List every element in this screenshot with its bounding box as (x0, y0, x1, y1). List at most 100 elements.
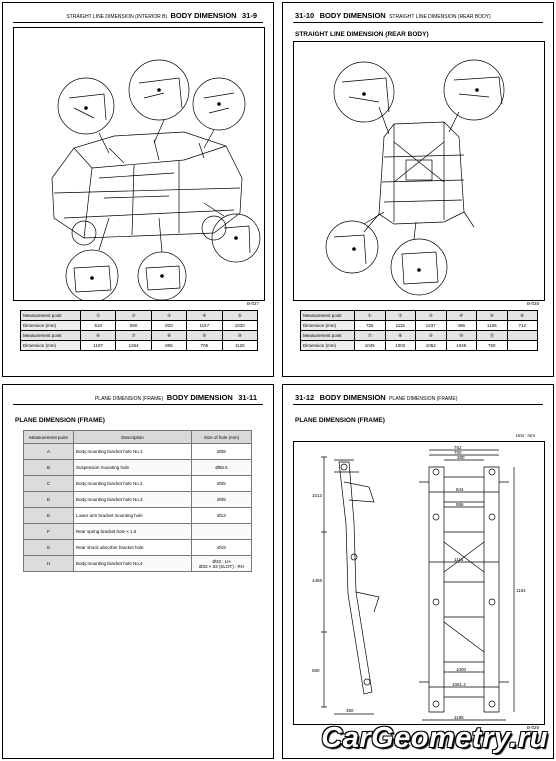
figure-code: B-028 (526, 301, 539, 306)
table-cell: ⑤ (476, 310, 508, 321)
dim-mid3: 1114 (454, 557, 464, 562)
figure-code: B-027 (246, 301, 259, 306)
table-cell: ⑥ (506, 310, 538, 321)
site-logo: CarGeometry.ru (321, 722, 548, 754)
measurement-point: A (23, 443, 74, 460)
row-label: Measurement point (20, 310, 81, 321)
frame-plan-drawing: 762 700 380 844 956 1114 1000 1051.4 119… (312, 445, 526, 721)
dim-bottom2: 1154 (516, 588, 526, 593)
table-cell (506, 340, 538, 351)
table-cell: ⑧ (384, 330, 416, 341)
table-cell: ⑨ (186, 330, 223, 341)
table-cell: 1264 (115, 340, 152, 351)
table-cell: ① (354, 310, 386, 321)
table-cell: ⑦ (115, 330, 152, 341)
col-header-description: Description (73, 430, 192, 444)
table-cell: 1106 (476, 320, 508, 331)
table-cell: ④ (186, 310, 223, 321)
hole-size: Ø19 (191, 539, 252, 556)
page-straight-line-interior: STRAIGHT LINE DIMENSION (INTERIOR B) BOD… (2, 2, 274, 377)
description: Lower arm bracket mounting hole (73, 507, 192, 524)
figure-code: B-029 (526, 725, 539, 730)
frame-holes-table: Measurement point Description Size of ho… (23, 430, 252, 572)
row-label: Measurement point (20, 330, 81, 341)
dim-top2: 700 (454, 450, 462, 455)
table-cell: ⑪ (476, 330, 508, 341)
measurement-point: H (23, 555, 74, 572)
car-body-interior-drawing (51, 59, 261, 300)
dim-mid1: 844 (456, 487, 464, 492)
col-header-hole-size: Size of hole (mm) (191, 430, 252, 444)
col-header-point: Measurement point (23, 430, 74, 444)
section-title: PLANE DIMENSION (FRAME) (15, 417, 105, 424)
table-cell: ④ (445, 310, 477, 321)
table-cell: 1045 (354, 340, 386, 351)
table-cell: 705 (186, 340, 223, 351)
page-plane-dimension-frame: 31-12 BODY DIMENSION PLANE DIMENSION (FR… (282, 384, 554, 759)
table-cell: 510 (79, 320, 117, 331)
table-cell: 1125 (221, 340, 259, 351)
table-cell: 1237 (415, 320, 447, 331)
rear-body-drawing (325, 59, 505, 296)
dim-left2: 1458 (312, 578, 323, 583)
section-title: PLANE DIMENSION (FRAME) (295, 417, 385, 424)
table-cell: 1045 (445, 340, 477, 351)
section-title: STRAIGHT LINE DIMENSION (REAR BODY) (295, 31, 429, 38)
description: Body mounting bracket hole No.1 (73, 443, 192, 460)
page-header: PLANE DIMENSION (FRAME) BODY DIMENSION 3… (94, 393, 257, 402)
description: Rear spring bracket hole × 1.5 (73, 523, 192, 540)
dim-mid2: 956 (456, 502, 464, 507)
dim-low1: 1000 (456, 667, 467, 672)
table-cell: ⑩ (445, 330, 477, 341)
dim-top1: 762 (454, 445, 462, 450)
unit-label: Unit : mm (515, 433, 535, 438)
table-cell (506, 330, 538, 341)
table-cell: ⑦ (354, 330, 386, 341)
table-cell: 1030 (221, 320, 259, 331)
hole-size: Ø35 (191, 491, 252, 508)
dim-left1: 1013 (312, 493, 323, 498)
table-cell: ⑨ (415, 330, 447, 341)
page-straight-line-rear: 31-10 BODY DIMENSION STRAIGHT LINE DIMEN… (282, 2, 554, 377)
frame-plan-figure: 762 700 380 844 956 1114 1000 1051.4 119… (293, 441, 545, 725)
description: Suspension mounting hole (73, 459, 192, 476)
table-cell: 1052 (415, 340, 447, 351)
table-cell: 806 (150, 340, 188, 351)
row-label: Dimension (mm) (20, 320, 81, 331)
description: Body mounting bracket hole No.3 (73, 491, 192, 508)
table-cell: 1115 (384, 320, 416, 331)
table-cell: 725 (354, 320, 386, 331)
row-label: Dimension (mm) (300, 340, 355, 351)
measurement-point: C (23, 475, 74, 492)
measurement-point: D (23, 491, 74, 508)
table-cell: ③ (150, 310, 188, 321)
dim-low3: 1195 (454, 715, 464, 720)
description: Body mounting bracket hole No.2 (73, 475, 192, 492)
row-label: Measurement point (300, 310, 355, 321)
table-cell: 496 (445, 320, 477, 331)
table-cell: 550 (115, 320, 152, 331)
hole-size: Ø35 (191, 475, 252, 492)
table-cell: ⑥ (79, 330, 117, 341)
table-cell: ① (79, 310, 117, 321)
dim-low2: 1051.4 (452, 682, 466, 687)
hole-size: Ø13 (191, 507, 252, 524)
dim-top3: 380 (457, 455, 465, 460)
rear-body-figure (293, 41, 545, 301)
measurement-point: G (23, 539, 74, 556)
table-cell: ⑧ (150, 330, 188, 341)
